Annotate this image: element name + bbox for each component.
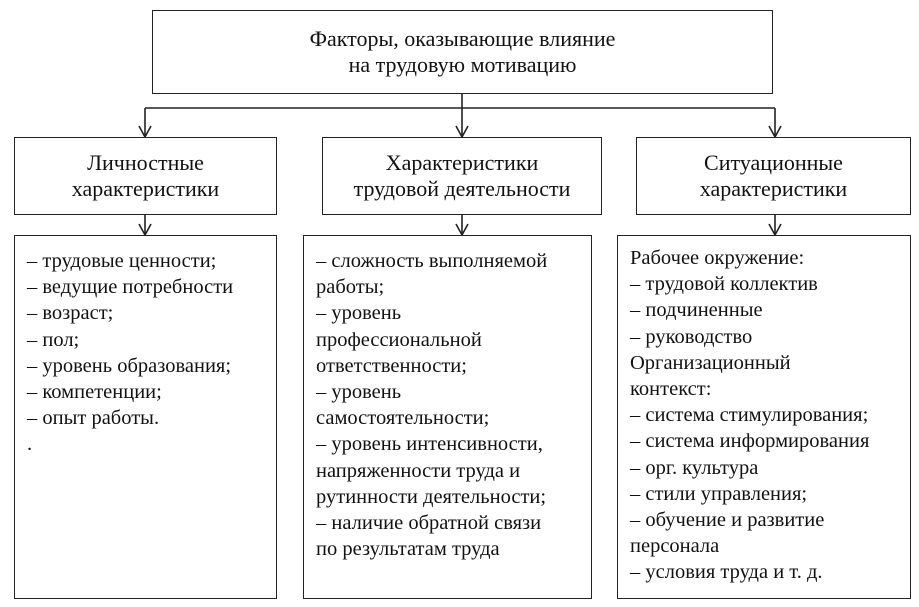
list-item: – условия труда и т. д. (630, 561, 823, 584)
category-work: Характеристики трудовой деятельности (322, 137, 602, 215)
list-item: – сложность выполняемой (316, 250, 548, 272)
list-item: – уровень (316, 381, 402, 404)
list-item: – пол; (27, 328, 80, 351)
list-personal: – трудовые ценности; – ведущие потребнос… (14, 235, 277, 599)
list-item: ответственности; (316, 354, 467, 377)
list-item: самостоятельности; (316, 407, 490, 430)
list-item: – система информирования (630, 430, 870, 453)
category-work-line1: Характеристики (385, 150, 539, 175)
list-item: – обучение и развитие (630, 509, 825, 532)
list-item: – трудовой коллектив (630, 273, 818, 296)
list-item: – уровень образования; (27, 354, 232, 377)
list-item: – возраст; (27, 302, 114, 325)
category-personal-line1: Личностные (87, 150, 204, 175)
list-item: по результатам труда (316, 538, 500, 561)
list-item: Организационный (630, 351, 791, 374)
category-situational-line1: Ситуационные (704, 150, 843, 175)
list-work: – сложность выполняемой работы; – уровен… (303, 235, 592, 599)
root-title-line1: Факторы, оказывающие влияние (309, 26, 616, 51)
category-personal: Личностные характеристики (14, 137, 277, 215)
list-item: – орг. культура (630, 456, 759, 479)
list-item: – компетенции; (27, 381, 162, 404)
list-item: рутинности деятельности; (316, 485, 547, 508)
list-item: напряженности труда и (316, 459, 521, 482)
category-situational: Ситуационные характеристики (636, 137, 911, 215)
list-item: – опыт работы. (27, 407, 160, 430)
list-item: – наличие обратной связи (316, 512, 542, 535)
list-item: – система стимулирования; (630, 404, 869, 427)
list-item: – трудовые ценности; (27, 250, 217, 272)
list-item: – руководство (630, 325, 753, 348)
list-item: – уровень интенсивности, (316, 433, 543, 456)
root-box: Факторы, оказывающие влияние на трудовую… (152, 10, 773, 94)
category-personal-line2: характеристики (71, 176, 220, 201)
list-item: – ведущие потребности (27, 276, 234, 299)
list-item: Рабочее окружение: (630, 247, 805, 269)
list-item: – стили управления; (630, 482, 808, 505)
list-item: работы; (316, 276, 385, 299)
category-work-line2: трудовой деятельности (353, 176, 571, 201)
list-item: персонала (630, 535, 720, 558)
list-item: . (27, 433, 33, 456)
list-item: – подчиненные (630, 299, 763, 322)
list-item: контекст: (630, 378, 712, 401)
list-situational: Рабочее окружение: – трудовой коллектив … (617, 235, 911, 599)
list-item: – уровень (316, 302, 402, 325)
list-item: профессиональной (316, 328, 482, 351)
category-situational-line2: характеристики (699, 176, 848, 201)
root-title-line2: на трудовую мотивацию (348, 52, 577, 77)
